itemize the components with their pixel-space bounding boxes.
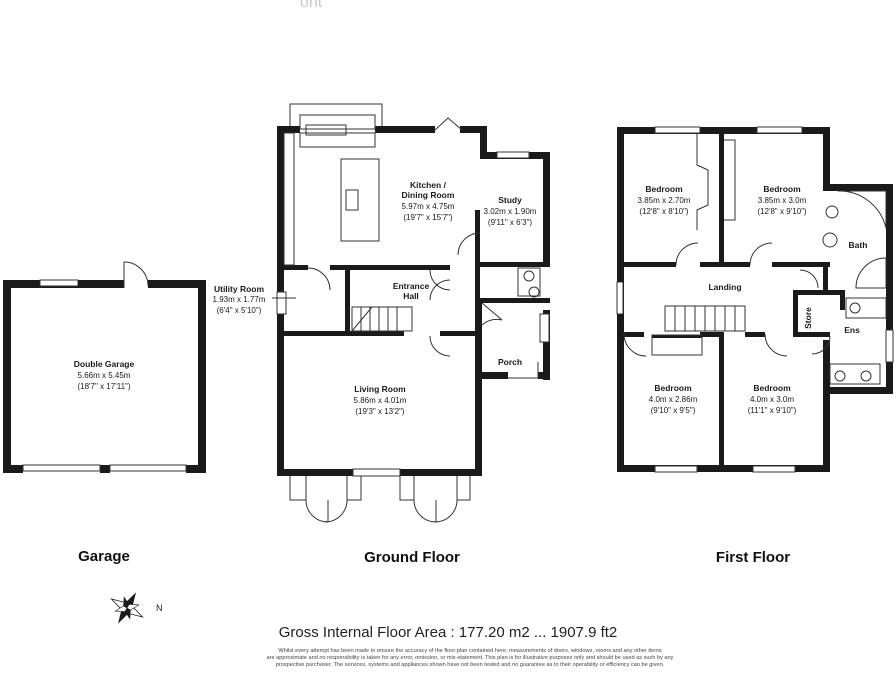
kitchen-name-line1: Kitchen / [410,180,447,190]
double-garage-metric: 5.66m x 5.45m [78,371,131,380]
compass-north-label: N [156,603,163,613]
compass-icon [110,592,144,624]
bath-name: Bath [849,240,868,250]
kitchen-imperial: (19'7" x 15'7") [403,213,453,222]
ground-staircase [351,306,413,332]
disclaimer-line-2: are approximate and no responsibility is… [266,655,674,661]
bedroom-sw-imperial: (9'10" x 9'5") [651,406,696,415]
bedroom-nw-name: Bedroom [645,184,683,194]
bedroom-ne-metric: 3.85m x 3.0m [758,196,807,205]
landing-name: Landing [708,282,741,292]
study-name: Study [498,195,522,205]
bedroom-nw-imperial: (12'8" x 8'10") [639,207,689,216]
store-name: Store [803,307,813,329]
living-room-imperial: (19'3" x 13'2") [355,407,405,416]
bedroom-ne-name: Bedroom [763,184,801,194]
utility-room-metric: 1.93m x 1.77m [213,295,266,304]
kitchen-metric: 5.97m x 4.75m [402,202,455,211]
watermark-text: ont [300,0,323,11]
disclaimer-line-1: Whilst every attempt has been made to en… [278,648,662,654]
first-floor-label: First Floor [716,549,790,566]
double-garage-name: Double Garage [74,359,135,369]
bedroom-se-name: Bedroom [753,383,791,393]
kitchen-name-line2: Dining Room [402,190,455,200]
porch-name: Porch [498,357,522,367]
bedroom-ne-imperial: (12'8" x 9'10") [757,207,807,216]
first-floor-plan: Bedroom 3.85m x 2.70m (12'8" x 8'10") Be… [616,126,894,566]
bedroom-sw-metric: 4.0m x 2.86m [649,395,698,404]
utility-room-imperial: (6'4" x 5'10") [217,306,262,315]
living-room-metric: 5.86m x 4.01m [354,396,407,405]
living-room-name: Living Room [354,384,406,394]
garage-plan: Double Garage 5.66m x 5.45m (18'7" x 17'… [3,261,206,565]
gross-internal-area: Gross Internal Floor Area : 177.20 m2 ..… [278,624,618,641]
garage-floor-label: Garage [78,548,130,565]
bedroom-se-imperial: (11'1" x 9'10") [748,406,797,415]
bedroom-se-metric: 4.0m x 3.0m [750,395,794,404]
bedroom-sw-name: Bedroom [654,383,692,393]
entrance-hall-name-line2: Hall [403,291,419,301]
entrance-hall-name-line1: Entrance [393,281,430,291]
ground-floor-label: Ground Floor [364,549,460,566]
ens-name: Ens [844,325,860,335]
study-metric: 3.02m x 1.90m [484,207,537,216]
first-floor-staircase [651,305,746,356]
double-garage-imperial: (18'7" x 17'11") [77,382,130,391]
ground-floor-plan: Kitchen / Dining Room 5.97m x 4.75m (19'… [213,103,550,566]
bedroom-nw-metric: 3.85m x 2.70m [638,196,691,205]
disclaimer-line-3: prospective purchaser. The services, sys… [275,662,665,668]
disclaimer: Whilst every attempt has been made to en… [200,648,740,669]
study-imperial: (9'11" x 6'3") [488,218,532,227]
utility-room-name: Utility Room [214,284,264,294]
